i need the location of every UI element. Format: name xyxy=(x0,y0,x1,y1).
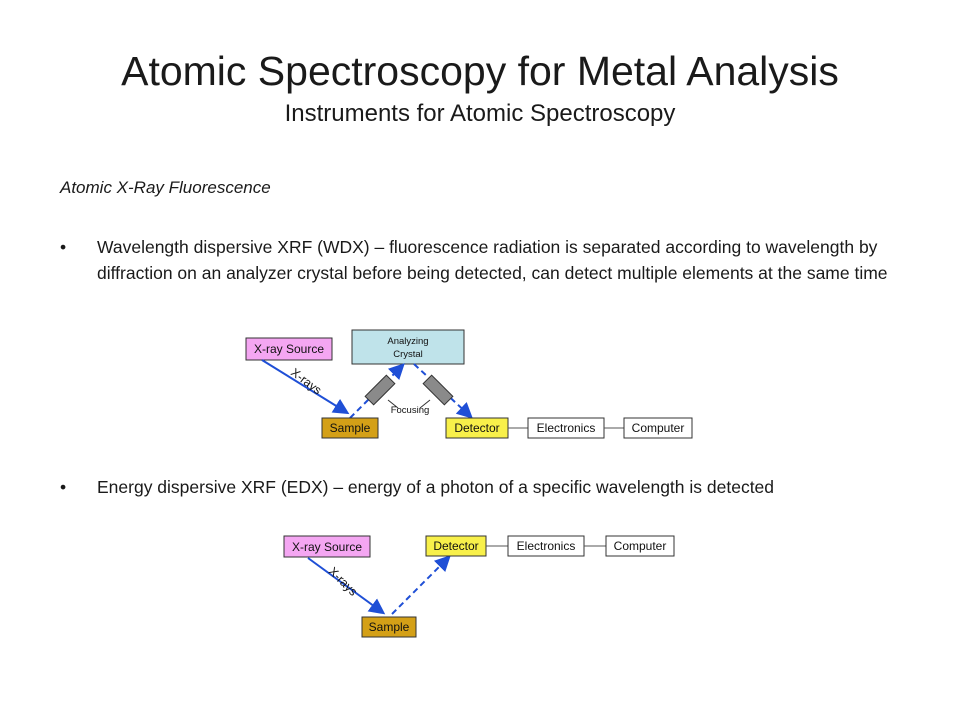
wdx-sample-label: Sample xyxy=(330,421,371,435)
bullet-text: Energy dispersive XRF (EDX) – energy of … xyxy=(97,477,775,497)
edx-sample-box: Sample xyxy=(361,616,417,638)
slide-subtitle: Instruments for Atomic Spectroscopy xyxy=(284,100,676,127)
edx-xray-arrow xyxy=(307,557,386,615)
edx-detector-box: Detector xyxy=(425,535,487,557)
bullet-marker: • xyxy=(60,237,67,257)
wdx-xrays-label: X-rays xyxy=(288,365,324,397)
wdx-electronics-box: Electronics xyxy=(527,417,605,439)
edx-electronics-label: Electronics xyxy=(517,539,576,553)
edx-diagram: X-ray Source X-rays Sample Detector Elec… xyxy=(283,535,675,638)
section-heading: Atomic X-Ray Fluorescence xyxy=(60,178,271,197)
wdx-xray-arrow xyxy=(261,359,350,415)
wdx-xray-source-box: X-ray Source xyxy=(245,337,333,361)
wdx-detector-label: Detector xyxy=(454,421,499,435)
wdx-focusing-label: Focusing xyxy=(391,405,430,416)
edx-xray-source-box: X-ray Source xyxy=(283,535,371,558)
wdx-collimator-left xyxy=(364,374,396,406)
wdx-crystal-label-2: Crystal xyxy=(393,349,423,360)
edx-detector-label: Detector xyxy=(433,539,478,553)
edx-xray-source-label: X-ray Source xyxy=(292,540,362,554)
edx-computer-box: Computer xyxy=(605,535,675,557)
wdx-crystal-label-1: Analyzing xyxy=(387,336,428,347)
wdx-focusing-pointer-left xyxy=(387,399,399,409)
edx-xrays-label: X-rays xyxy=(326,564,360,598)
wdx-detector-box: Detector xyxy=(445,417,509,439)
wdx-fluorescence-to-crystal xyxy=(349,363,405,419)
bullet-edx: • Energy dispersive XRF (EDX) – energy o… xyxy=(60,474,890,500)
edx-computer-label: Computer xyxy=(614,539,667,553)
slide-title: Atomic Spectroscopy for Metal Analysis xyxy=(121,48,839,94)
wdx-electronics-label: Electronics xyxy=(537,421,596,435)
wdx-focusing-pointer-right xyxy=(419,399,431,409)
edx-electronics-box: Electronics xyxy=(507,535,585,557)
bullet-text: Wavelength dispersive XRF (WDX) – fluore… xyxy=(97,237,888,283)
wdx-computer-box: Computer xyxy=(623,417,693,439)
wdx-analyzing-crystal-box: Analyzing Crystal xyxy=(351,329,465,365)
wdx-computer-label: Computer xyxy=(632,421,685,435)
bullet-wdx: • Wavelength dispersive XRF (WDX) – fluo… xyxy=(60,234,890,286)
wdx-xray-source-label: X-ray Source xyxy=(254,342,324,356)
wdx-diagram: X-ray Source Analyzing Crystal X-rays Fo… xyxy=(245,329,693,439)
edx-fluorescence-to-detector xyxy=(391,555,451,615)
wdx-sample-box: Sample xyxy=(321,417,379,439)
edx-sample-label: Sample xyxy=(369,620,410,634)
bullet-marker: • xyxy=(60,477,67,497)
wdx-collimator-right xyxy=(422,374,454,406)
wdx-fluorescence-to-detector xyxy=(413,363,473,419)
